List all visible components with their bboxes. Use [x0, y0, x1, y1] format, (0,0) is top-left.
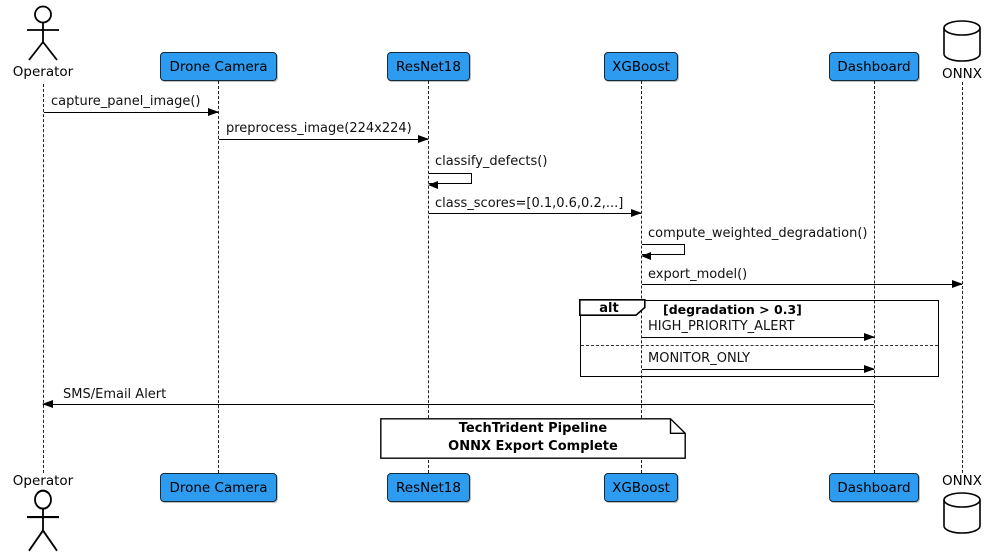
alt-guard: [degradation > 0.3] — [663, 302, 802, 317]
actor-operator-bottom — [24, 489, 62, 554]
participant-label: XGBoost — [612, 479, 670, 496]
lifeline-drone-camera — [218, 81, 219, 473]
arrow-line — [429, 208, 642, 218]
alt-pentagon-icon — [579, 299, 646, 317]
participant-label: Drone Camera — [169, 479, 268, 496]
participant-dashboard-bottom: Dashboard — [829, 473, 919, 502]
actor-operator-top — [24, 5, 62, 66]
arrow-line — [42, 399, 874, 409]
message-label: export_model() — [648, 267, 748, 282]
participant-label-onnx-bottom: ONNX — [941, 473, 983, 489]
participant-label-operator-top: Operator — [12, 64, 74, 80]
stick-figure-icon — [27, 5, 59, 61]
database-cylinder-icon — [943, 20, 981, 62]
lifeline-resnet18 — [428, 81, 429, 473]
participant-xgboost-bottom: XGBoost — [604, 473, 678, 502]
database-onnx-bottom — [942, 491, 982, 539]
note: TechTrident Pipeline ONNX Export Complet… — [380, 418, 686, 459]
note-line-2: ONNX Export Complete — [448, 439, 618, 454]
arrow-line — [219, 134, 429, 144]
arrow-line — [44, 107, 219, 117]
message-label: class_scores=[0.1,0.6,0.2,...] — [435, 196, 624, 211]
alt-fragment: alt [degradation > 0.3] — [579, 299, 939, 377]
message-label: MONITOR_ONLY — [648, 351, 751, 366]
arrow-line — [642, 364, 875, 374]
participant-label: Dashboard — [837, 479, 911, 496]
database-cylinder-icon — [943, 492, 981, 534]
self-message-arrow — [641, 244, 685, 260]
participant-dashboard-top: Dashboard — [829, 52, 919, 81]
participant-label-operator-bottom: Operator — [12, 473, 74, 489]
arrow-line — [642, 279, 963, 289]
participant-resnet18-top: ResNet18 — [387, 52, 470, 81]
lifeline-operator — [43, 84, 44, 473]
lifeline-onnx — [962, 82, 963, 473]
message-label: SMS/Email Alert — [63, 387, 167, 402]
participant-xgboost-top: XGBoost — [604, 52, 678, 81]
lifeline-xgboost — [641, 81, 642, 473]
message-label: compute_weighted_degradation() — [648, 226, 868, 241]
database-onnx-top — [942, 19, 982, 67]
participant-label-onnx-top: ONNX — [941, 66, 983, 82]
participant-label: ResNet18 — [396, 479, 461, 496]
self-message-arrow — [428, 173, 472, 189]
note-shape-icon — [380, 418, 686, 459]
alt-divider — [581, 345, 938, 346]
participant-label: Dashboard — [837, 58, 911, 75]
message-label: preprocess_image(224x224) — [226, 121, 412, 136]
stick-figure-icon — [27, 489, 59, 552]
lifeline-dashboard — [874, 81, 875, 473]
alt-operator-label: alt — [599, 301, 619, 316]
note-text: TechTrident Pipeline ONNX Export Complet… — [380, 420, 686, 456]
participant-label: XGBoost — [612, 58, 670, 75]
arrow-line — [642, 332, 875, 342]
message-label: HIGH_PRIORITY_ALERT — [648, 319, 795, 334]
participant-label: ResNet18 — [396, 58, 461, 75]
participant-label: Drone Camera — [169, 58, 268, 75]
message-label: capture_panel_image() — [51, 94, 201, 109]
participant-resnet18-bottom: ResNet18 — [387, 473, 470, 502]
message-label: classify_defects() — [435, 154, 548, 169]
participant-drone-camera-top: Drone Camera — [160, 52, 277, 81]
note-line-1: TechTrident Pipeline — [458, 421, 608, 436]
participant-drone-camera-bottom: Drone Camera — [160, 473, 277, 502]
